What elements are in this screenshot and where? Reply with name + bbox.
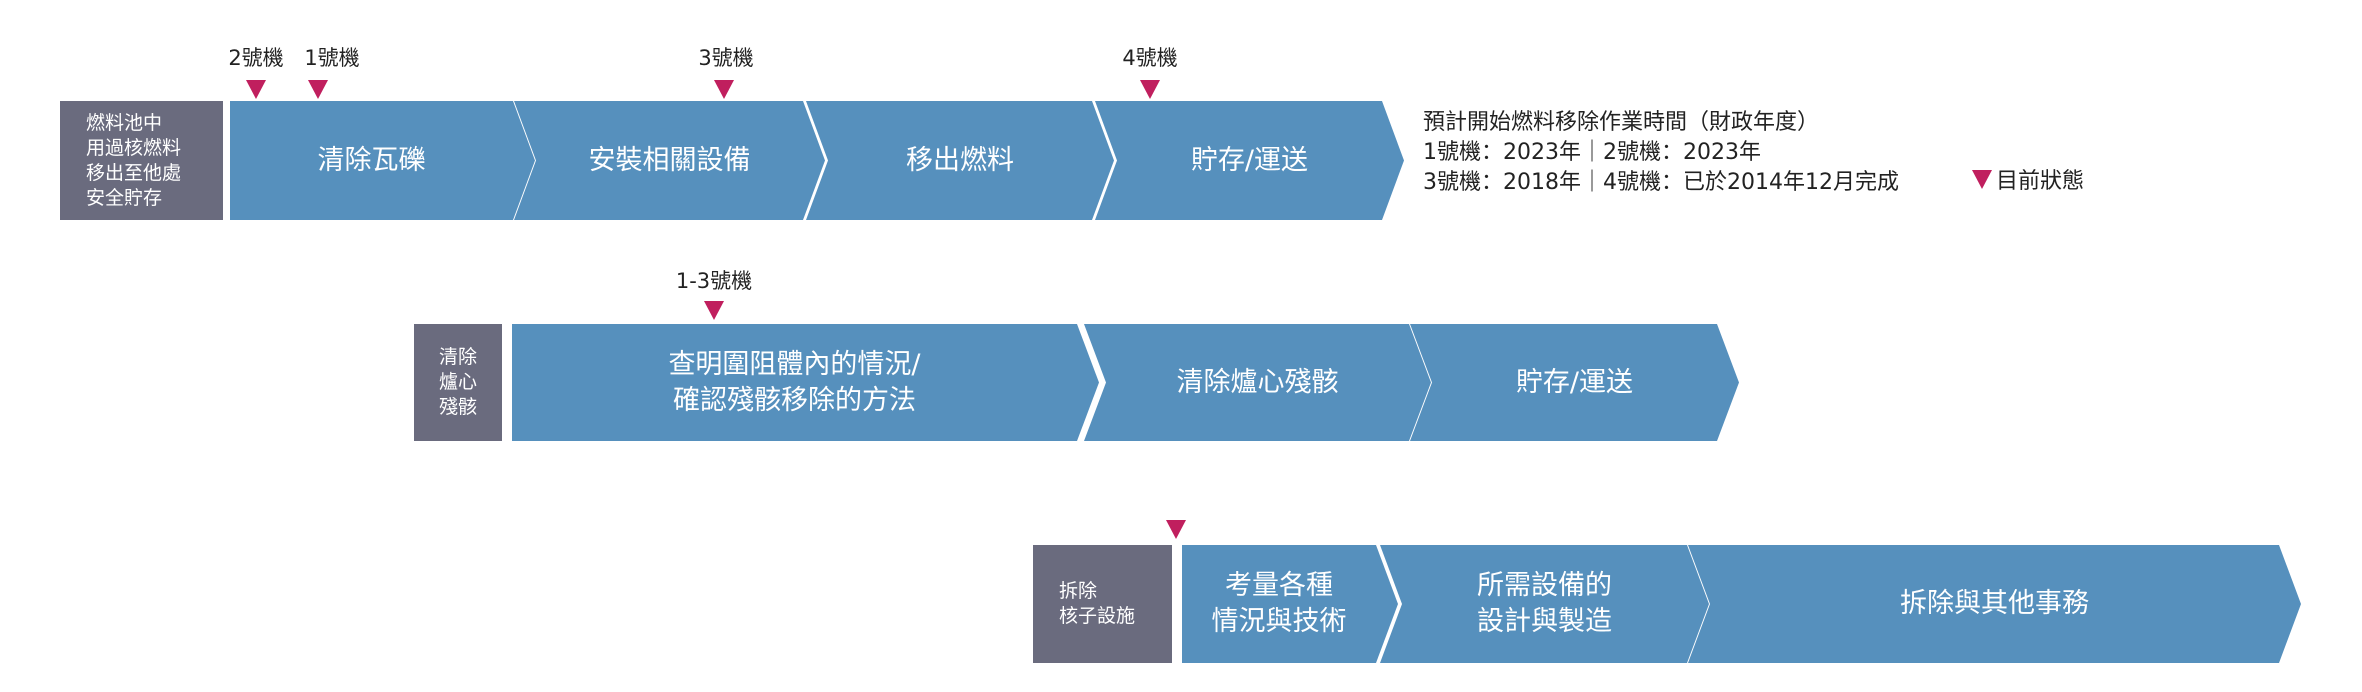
legend-label: 目前狀態	[1996, 169, 2085, 194]
step-label: 清除爐心殘骸	[1176, 366, 1339, 398]
legend: 目前狀態	[1972, 163, 2084, 195]
marker-label-unit3: 3號機	[698, 46, 754, 70]
status-marker-icon	[704, 301, 724, 320]
step-label: 貯存/運送	[1190, 144, 1309, 176]
step-consider-scenarios: 考量各種情況與技術	[1182, 545, 1398, 663]
step-label: 安裝相關設備	[588, 144, 751, 176]
step-label: 設計與製造	[1477, 606, 1612, 637]
category-line: 清除	[438, 346, 477, 368]
schedule-line: 3號機：2018年｜4號機：已於2014年12月完成	[1423, 170, 1899, 195]
step-label: 貯存/運送	[1515, 366, 1634, 398]
step-install-equipment: 安裝相關設備	[514, 101, 825, 220]
schedule-title: 預計開始燃料移除作業時間（財政年度）	[1423, 110, 1820, 135]
step-label: 清除瓦礫	[317, 144, 426, 176]
step-rubble-removal: 清除瓦礫	[230, 101, 535, 220]
step-label: 拆除與其他事務	[1900, 588, 2089, 619]
step-remove-core-debris: 清除爐心殘骸	[1084, 324, 1431, 441]
step-label: 所需設備的	[1477, 570, 1612, 601]
category-line: 安全貯存	[86, 186, 163, 209]
category-line: 移出至他處	[86, 161, 182, 184]
step-dismantle-other: 拆除與其他事務	[1688, 545, 2301, 663]
status-marker-icon	[1972, 169, 1992, 189]
category-line: 拆除	[1059, 580, 1098, 602]
step-label: 情況與技術	[1211, 606, 1347, 637]
marker-label-unit1: 1號機	[304, 46, 360, 70]
status-marker-icon	[1140, 80, 1160, 99]
category-fuel-removal: 燃料池中 用過核燃料 移出至他處 安全貯存	[60, 101, 223, 220]
category-debris-removal: 清除 爐心 殘骸	[414, 324, 502, 441]
schedule-line: 1號機：2023年｜2號機：2023年	[1423, 140, 1761, 165]
step-label: 移出燃料	[906, 144, 1014, 176]
status-marker-icon	[1166, 520, 1186, 539]
marker-label-unit2: 2號機	[228, 46, 284, 70]
category-line: 用過核燃料	[86, 136, 182, 159]
step-label: 確認殘骸移除的方法	[672, 384, 916, 416]
marker-label-unit4: 4號機	[1122, 46, 1178, 70]
step-label: 查明圍阻體內的情況/	[668, 348, 921, 380]
step-design-equipment: 所需設備的設計與製造	[1380, 545, 1709, 663]
step-label: 考量各種	[1225, 570, 1333, 601]
category-dismantling: 拆除 核子設施	[1033, 545, 1172, 663]
step-fuel-removal: 移出燃料	[806, 101, 1114, 220]
marker-label-units-1-3: 1-3號機	[675, 269, 753, 293]
category-line: 殘骸	[438, 396, 477, 418]
status-marker-icon	[308, 80, 328, 99]
status-marker-icon	[246, 80, 266, 99]
category-line: 核子設施	[1059, 605, 1136, 627]
step-storage-transport: 貯存/運送	[1095, 101, 1404, 220]
category-line: 燃料池中	[86, 111, 163, 134]
step-storage-transport: 貯存/運送	[1410, 324, 1739, 441]
status-marker-icon	[714, 80, 734, 99]
fuel-removal-schedule: 預計開始燃料移除作業時間（財政年度） 1號機：2023年｜2號機：2023年 3…	[1423, 108, 1899, 198]
step-investigate-containment: 查明圍阻體內的情況/確認殘骸移除的方法	[512, 324, 1099, 441]
category-line: 爐心	[438, 371, 477, 393]
